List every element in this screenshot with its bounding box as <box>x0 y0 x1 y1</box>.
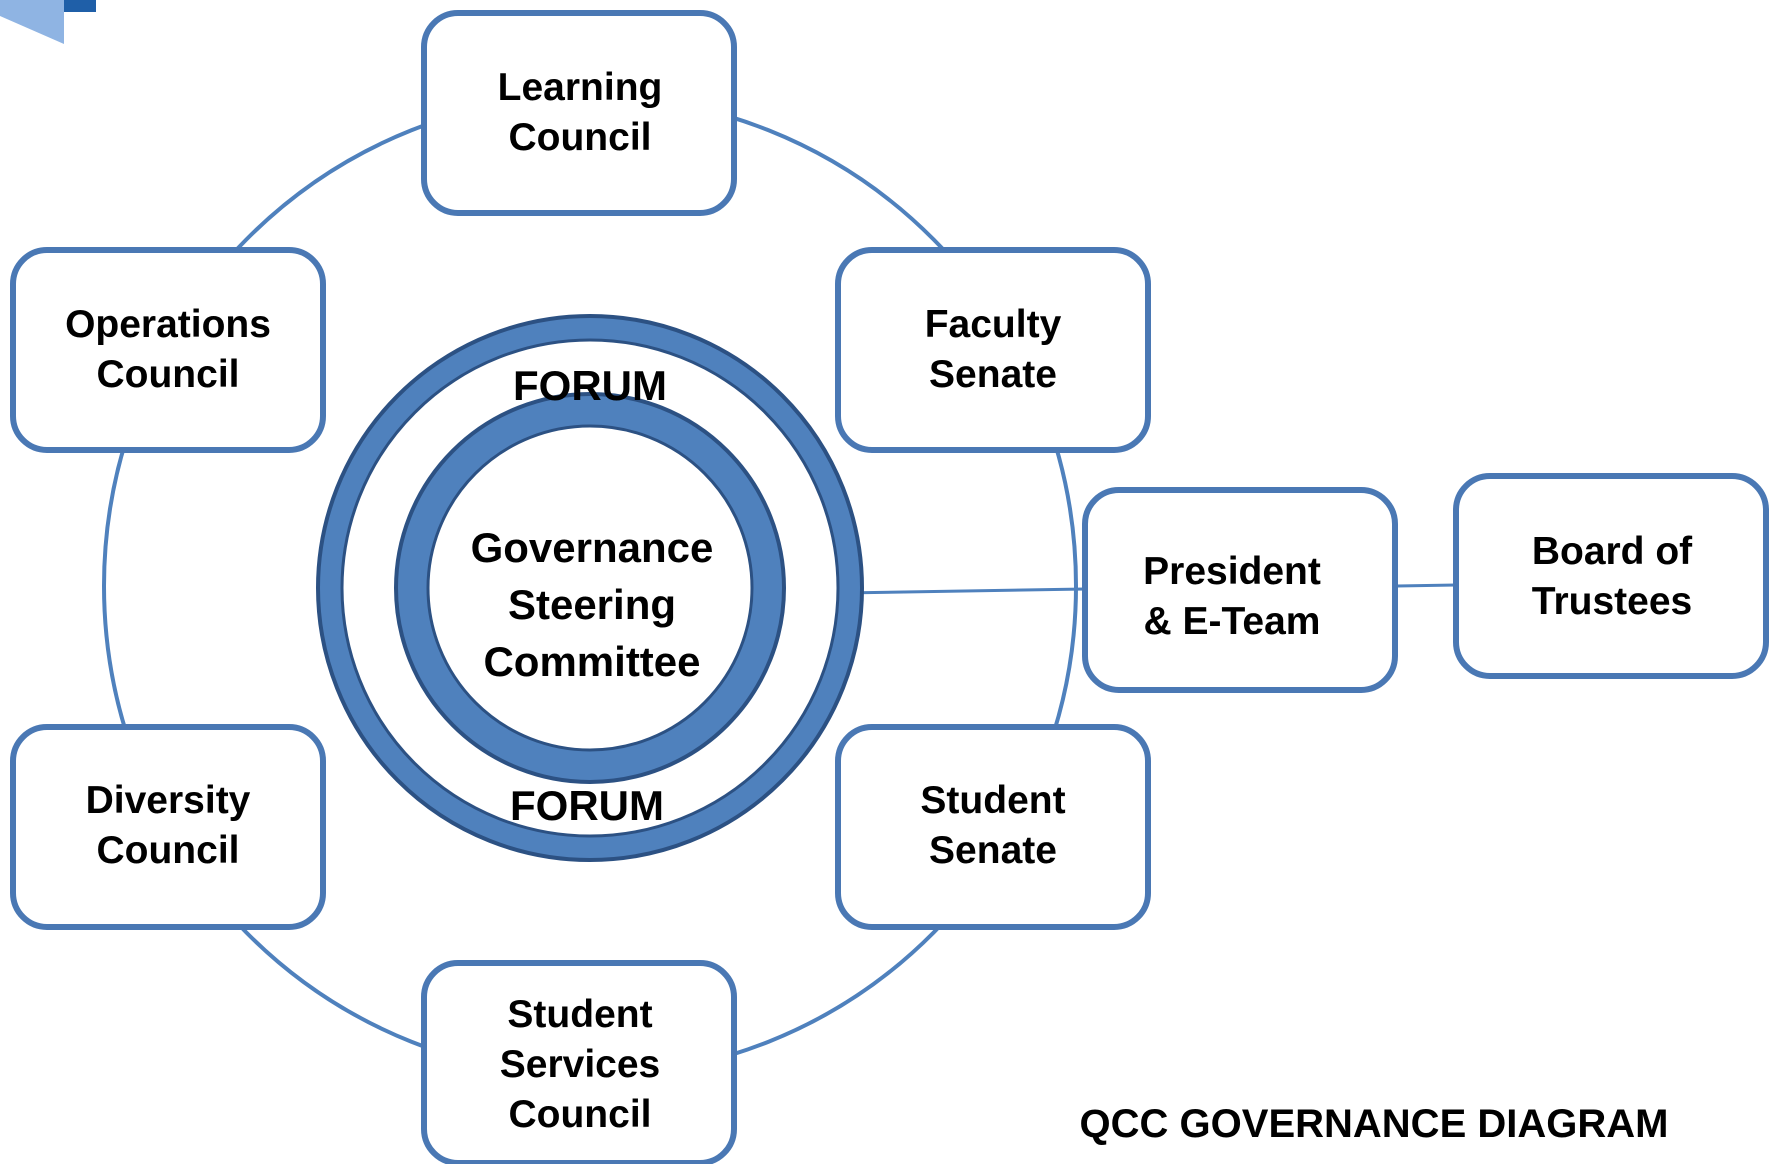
node-board-line-1: Board of <box>1532 530 1693 573</box>
center-line-2: Steering <box>508 581 676 628</box>
node-learning-line-2: Council <box>509 116 652 159</box>
node-faculty-line-1: Faculty <box>925 303 1062 346</box>
forum-label-top: FORUM <box>513 362 667 409</box>
node-president-eteam: President & E-Team <box>1082 487 1398 693</box>
connector-president-board <box>1394 583 1457 588</box>
node-student-services-line-2: Services <box>500 1043 660 1086</box>
node-diversity-line-1: Diversity <box>86 779 251 822</box>
center-line-3: Committee <box>483 638 700 685</box>
node-faculty-line-2: Senate <box>929 353 1057 396</box>
forum-label-bottom: FORUM <box>510 782 664 829</box>
node-student-services-line-3: Council <box>509 1093 652 1136</box>
node-operations-line-2: Council <box>97 353 240 396</box>
node-student-senate-line-1: Student <box>920 779 1065 822</box>
corner-logo-light <box>0 0 64 44</box>
node-operations-line-1: Operations <box>65 303 271 346</box>
corner-logo <box>0 0 96 44</box>
node-operations-council: Operations Council <box>10 247 326 453</box>
corner-logo-dark <box>64 0 96 12</box>
node-board-of-trustees: Board of Trustees <box>1453 473 1769 679</box>
node-learning-line-1: Learning <box>498 66 663 109</box>
node-diversity-line-2: Council <box>97 829 240 872</box>
node-president-line-2: & E-Team <box>1144 600 1321 643</box>
node-student-senate-line-2: Senate <box>929 829 1057 872</box>
steering-core <box>426 424 754 752</box>
governance-steering-committee: Governance Steering Committee <box>471 524 714 685</box>
diagram-title: QCC GOVERNANCE DIAGRAM <box>1080 1102 1669 1146</box>
node-student-services-council: Student Services Council <box>421 960 737 1164</box>
node-diversity-council: Diversity Council <box>10 724 326 930</box>
node-faculty-senate: Faculty Senate <box>835 247 1151 453</box>
node-student-senate: Student Senate <box>835 724 1151 930</box>
center-line-1: Governance <box>471 524 714 571</box>
node-president-line-1: President <box>1143 550 1321 593</box>
node-board-line-2: Trustees <box>1532 580 1692 623</box>
node-learning-council: Learning Council <box>421 10 737 216</box>
node-student-services-line-1: Student <box>507 993 652 1036</box>
